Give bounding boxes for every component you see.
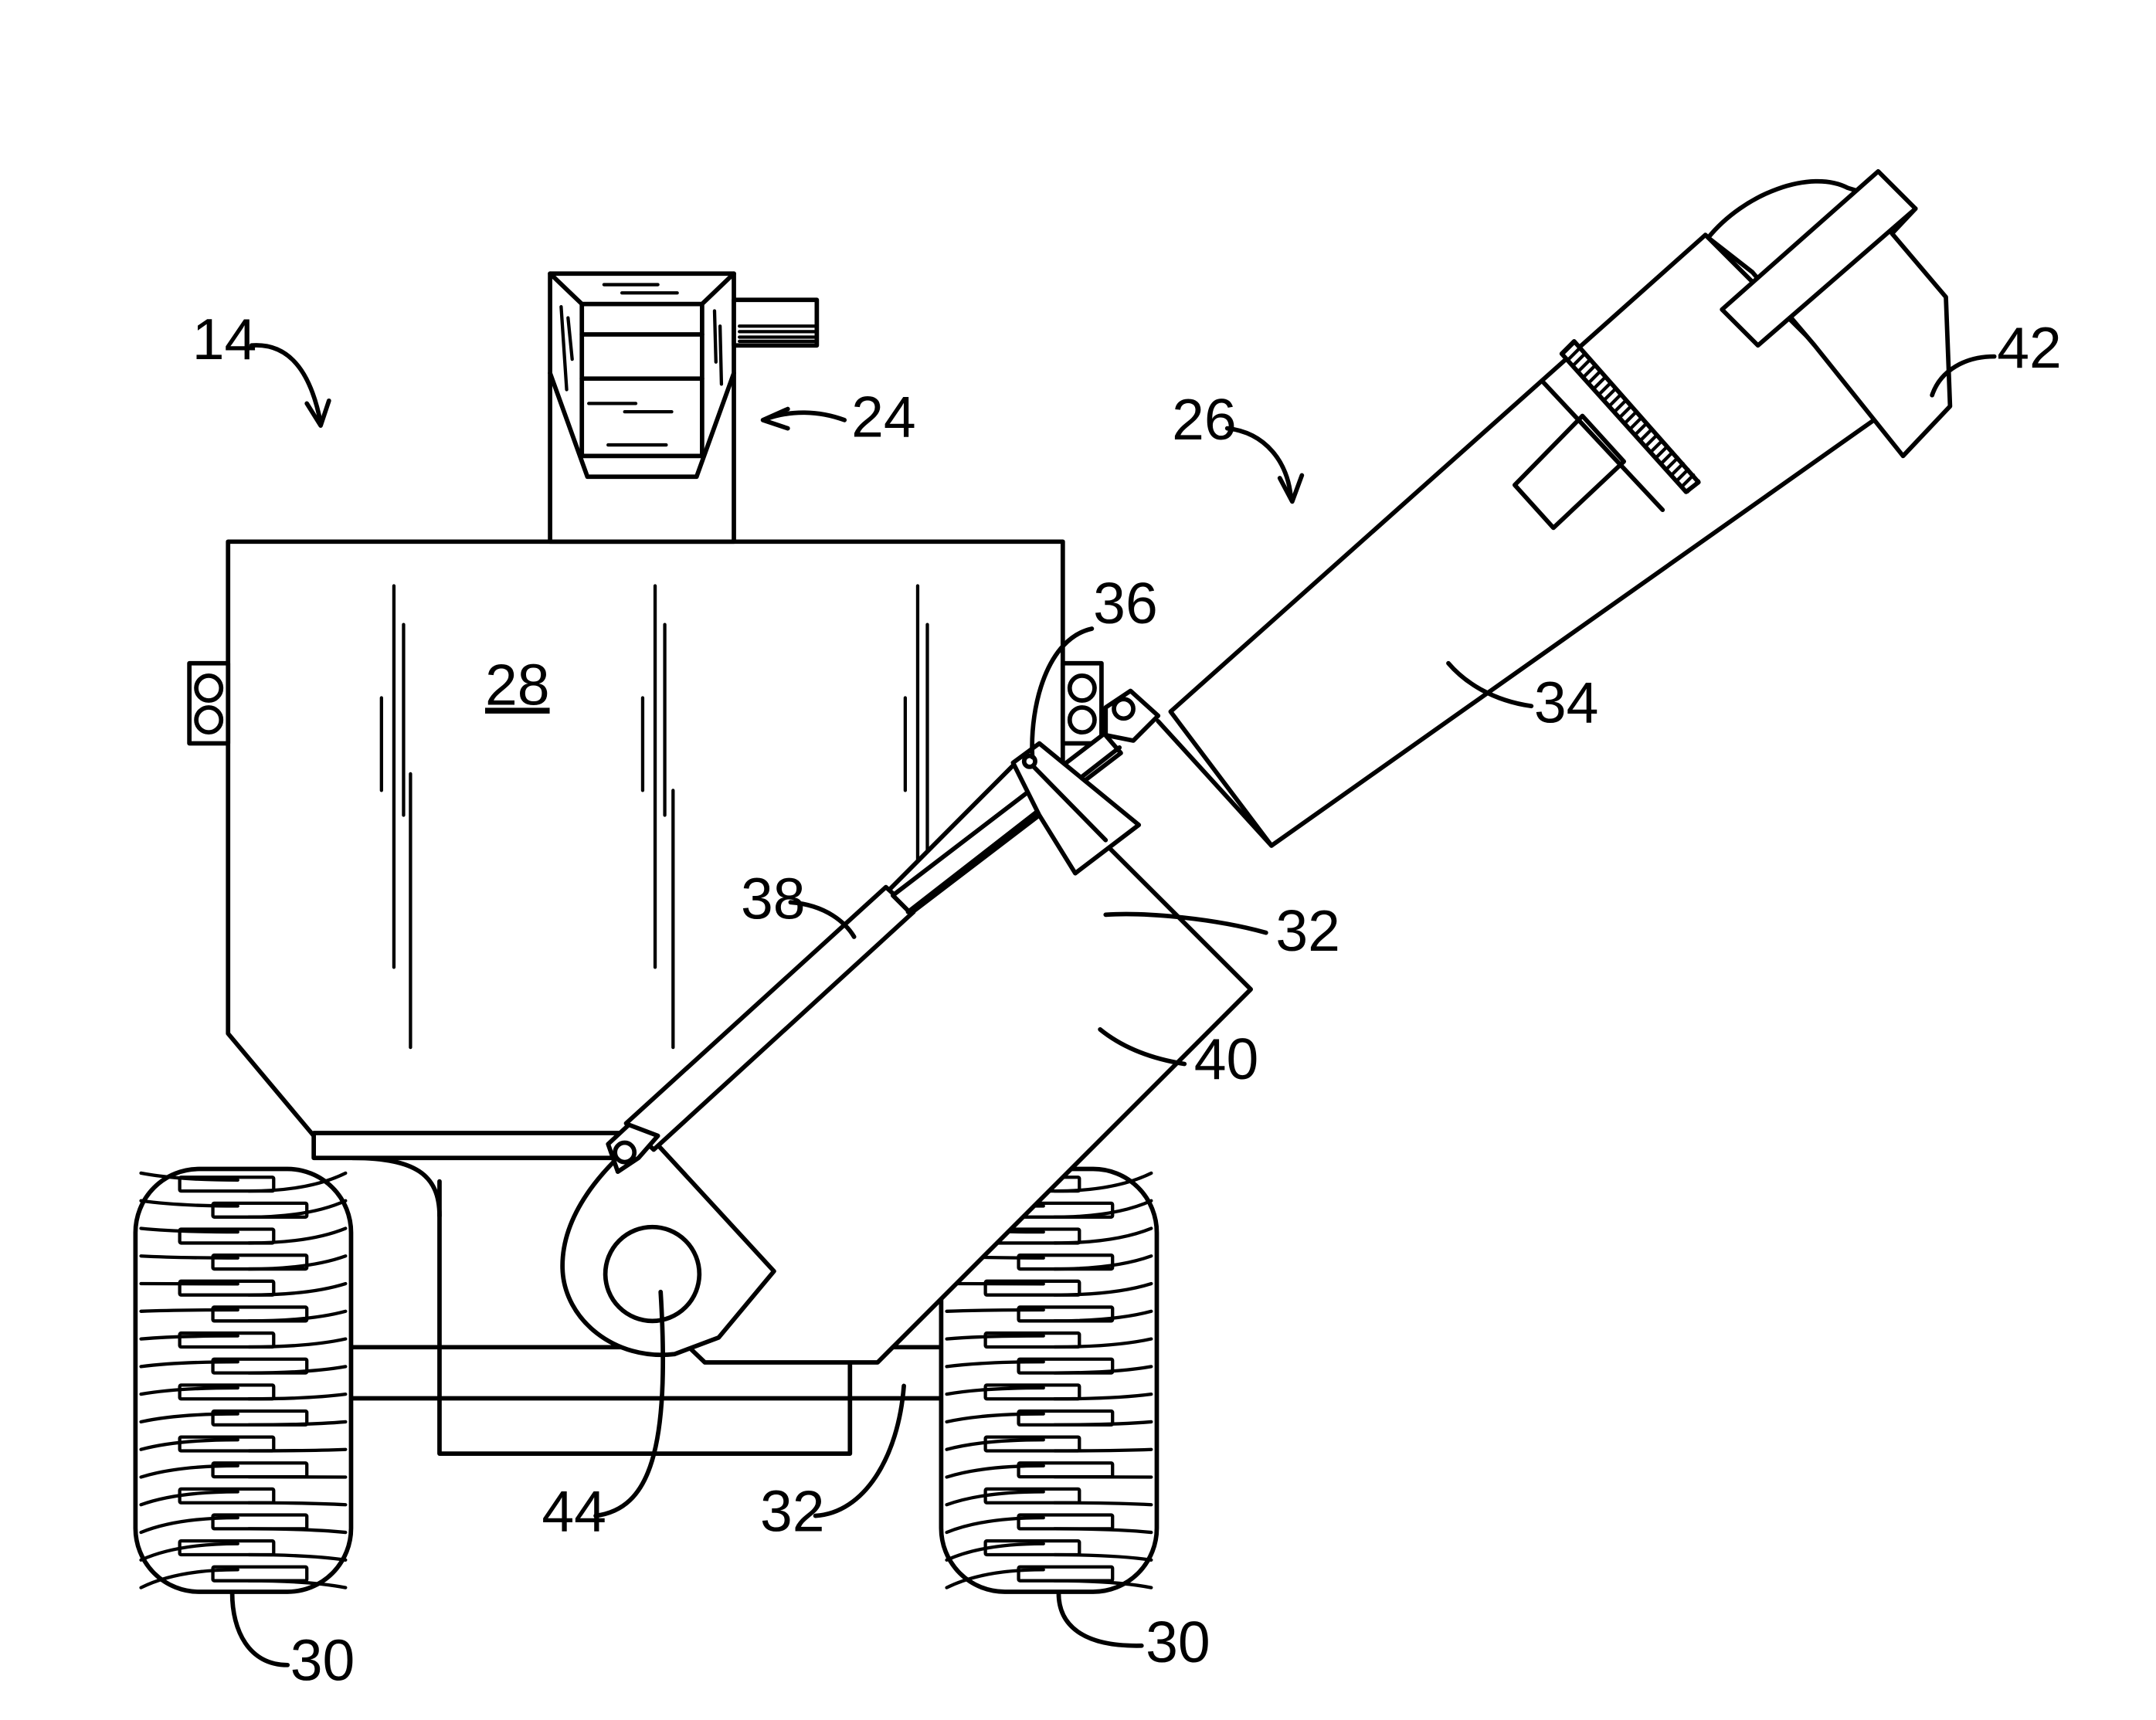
left-light-bracket (189, 663, 228, 744)
ref-label-26: 26 (1172, 387, 1237, 452)
ref-label-32-lower: 32 (760, 1478, 825, 1543)
ref-label-36: 36 (1093, 571, 1158, 636)
ref-label-34: 34 (1534, 670, 1599, 735)
ref-label-44: 44 (542, 1478, 606, 1543)
left-wheel-30 (135, 1169, 351, 1592)
ref-label-30-right: 30 (1146, 1610, 1210, 1674)
top-unit-24 (550, 273, 817, 541)
right-light-bracket (1063, 663, 1102, 744)
ref-label-24: 24 (851, 384, 916, 449)
ref-label-42: 42 (1997, 315, 2062, 380)
ref-label-30-left: 30 (290, 1627, 355, 1692)
ref-label-28: 28 (485, 652, 550, 717)
ref-label-38: 38 (741, 867, 806, 931)
ref-label-32-upper: 32 (1275, 898, 1340, 963)
ref-label-40: 40 (1194, 1026, 1259, 1091)
ref-label-14: 14 (192, 307, 257, 371)
